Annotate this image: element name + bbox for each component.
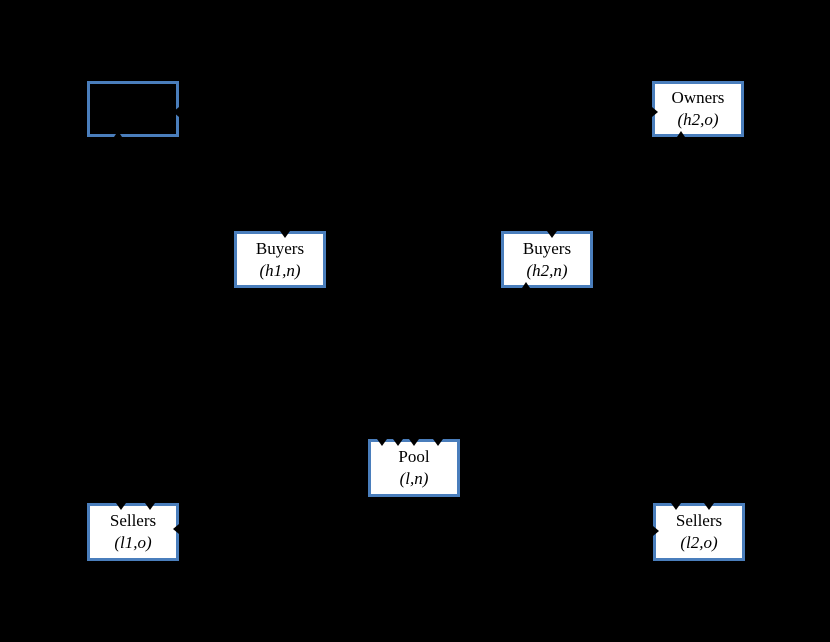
node-subtitle: (l2,o) xyxy=(680,533,718,552)
arrowhead-icon xyxy=(173,524,179,534)
node-title: Pool xyxy=(398,447,430,466)
arrowhead-icon xyxy=(173,107,179,117)
node-owners-h2: Owners (h2,o) xyxy=(652,81,744,137)
arrowhead-icon xyxy=(145,503,155,510)
arrowhead-icon xyxy=(433,439,443,446)
node-owners-h1 xyxy=(87,81,179,137)
arrowhead-icon xyxy=(704,503,714,510)
node-subtitle: (h2,n) xyxy=(526,260,568,280)
arrowhead-icon xyxy=(280,231,290,238)
node-title: Buyers xyxy=(255,238,305,258)
node-title: Buyers xyxy=(522,238,572,258)
node-subtitle: (h1,n) xyxy=(259,260,301,280)
arrowhead-icon xyxy=(409,439,419,446)
arrowhead-icon xyxy=(393,439,403,446)
node-sellers-l1: Sellers (l1,o) xyxy=(87,503,179,561)
node-title: Sellers xyxy=(109,511,157,530)
arrowhead-icon xyxy=(377,439,387,446)
arrowhead-icon xyxy=(114,131,122,137)
node-sellers-l2: Sellers (l2,o) xyxy=(653,503,745,561)
arrowhead-icon xyxy=(652,107,658,117)
arrowhead-icon xyxy=(677,131,685,137)
node-subtitle: (h2,o) xyxy=(677,110,719,129)
arrowhead-icon xyxy=(653,526,659,536)
node-subtitle: (l,n) xyxy=(399,469,429,488)
node-title: Owners xyxy=(671,88,725,107)
node-subtitle: (l1,o) xyxy=(114,533,152,552)
arrowhead-icon xyxy=(116,503,126,510)
arrowhead-icon xyxy=(547,231,557,238)
node-buyers-h2: Buyers (h2,n) xyxy=(501,231,593,288)
node-pool: Pool (l,n) xyxy=(368,439,460,497)
node-title: Sellers xyxy=(675,511,723,530)
node-buyers-h1: Buyers (h1,n) xyxy=(234,231,326,288)
arrowhead-icon xyxy=(522,282,530,288)
arrowhead-icon xyxy=(671,503,681,510)
